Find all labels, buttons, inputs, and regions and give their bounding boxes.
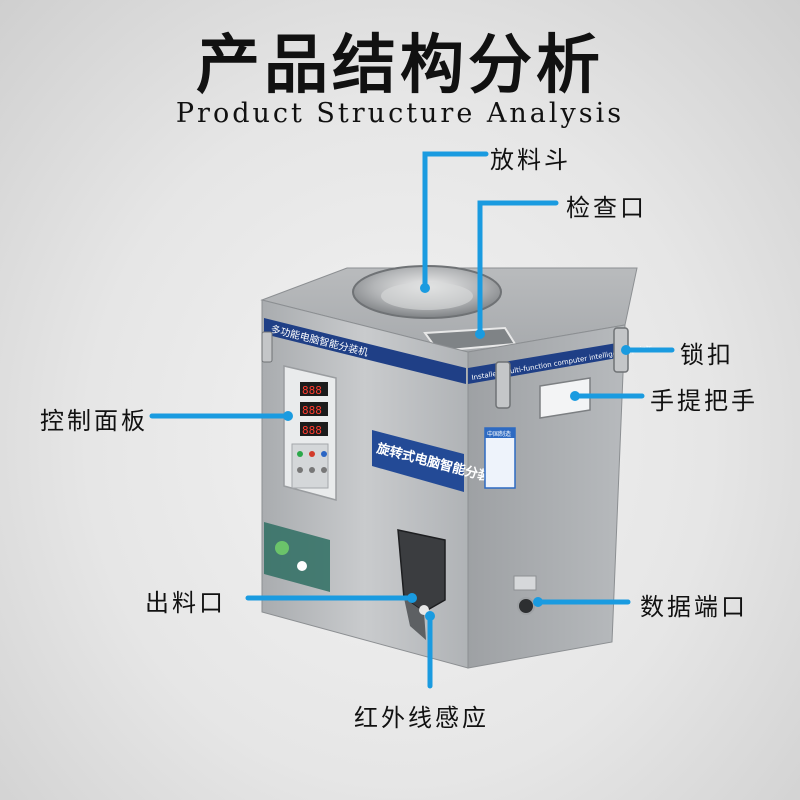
dot-hopper [420, 283, 430, 293]
side-sticker-text: 中国制造 [487, 430, 511, 438]
label-control-panel: 控制面板 [40, 407, 148, 435]
page-title: 产品结构分析 [196, 29, 604, 103]
dot-inspection [475, 329, 485, 339]
display-2-digits: 888 [302, 404, 322, 417]
lock-buckle-front [495, 361, 511, 409]
dot-data-port [533, 597, 543, 607]
label-data-port: 数据端口 [640, 593, 748, 621]
lock-buckle-left [261, 331, 273, 363]
label-inspection-port: 检查口 [566, 194, 647, 222]
display-2 [300, 402, 328, 416]
carry-handle [539, 377, 591, 419]
line-hopper [422, 151, 489, 291]
display-1 [300, 382, 328, 396]
line-inspection [477, 200, 559, 337]
dot-lock [621, 345, 631, 355]
display-3 [300, 422, 328, 436]
decal-bottom-left [264, 522, 330, 592]
dot-panel [283, 411, 293, 421]
panel-buttons [291, 443, 329, 489]
dot-handle [570, 391, 580, 401]
display-1-digits: 888 [302, 384, 322, 397]
label-outlet: 出料口 [145, 589, 226, 617]
data-port-plate [513, 575, 537, 591]
front-top-band [264, 318, 466, 384]
label-lock-buckle: 锁扣 [680, 341, 734, 369]
outlet [397, 529, 446, 613]
display-3-digits: 888 [302, 424, 322, 437]
page-subtitle: Product Structure Analysis [175, 98, 625, 129]
label-hopper: 放料斗 [490, 146, 571, 174]
front-banner [372, 430, 464, 492]
label-infrared-sensor: 红外线感应 [354, 704, 489, 732]
dot-outlet [407, 593, 417, 603]
dot-sensor [425, 611, 435, 621]
label-carry-handle: 手提把手 [650, 387, 758, 415]
data-port [517, 597, 535, 615]
